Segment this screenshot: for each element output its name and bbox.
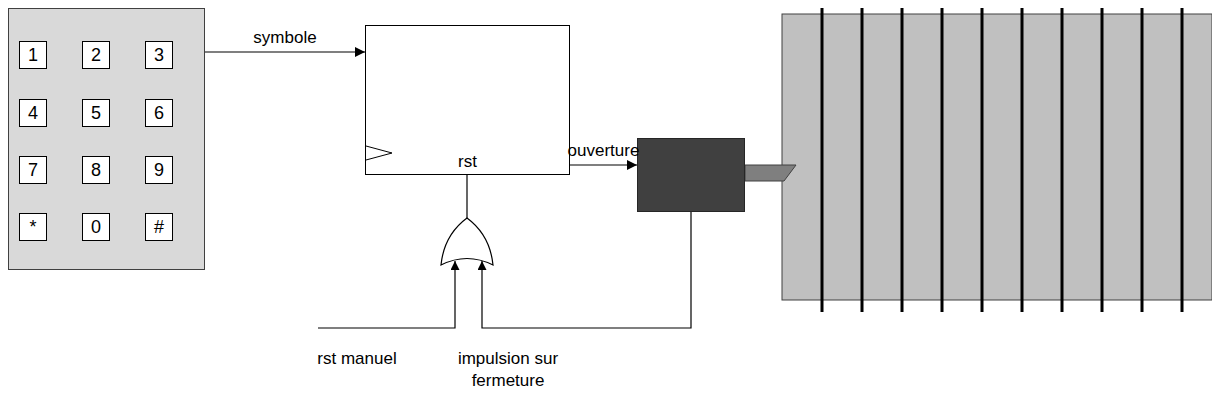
key-button: * — [19, 213, 47, 241]
key-symbol: # — [154, 217, 164, 238]
key-button: # — [145, 213, 173, 241]
or-output-wire — [466, 175, 467, 218]
key-symbol: 2 — [91, 45, 101, 66]
key-button: 8 — [82, 156, 110, 184]
edge-label: ouverture — [568, 140, 640, 162]
signal-label: impulsion sur fermeture — [443, 348, 573, 392]
signal-name: rst — [366, 152, 569, 172]
or-gate — [441, 218, 493, 265]
gate-bar — [821, 8, 824, 312]
key-symbol: 1 — [28, 45, 38, 66]
signal-label: rst manuel — [287, 348, 427, 370]
key-symbol: 7 — [28, 160, 38, 181]
key-button: 3 — [145, 41, 173, 69]
key-symbol: 3 — [154, 45, 164, 66]
signal-arrow — [570, 164, 637, 165]
register-box: rst — [365, 25, 570, 175]
gate-panel — [782, 14, 1212, 300]
key-button: 0 — [82, 213, 110, 241]
keypad: 1 2 3 4 5 6 7 8 9 * 0 # — [8, 8, 205, 270]
key-button: 9 — [145, 156, 173, 184]
gate-bar — [1141, 8, 1144, 312]
key-button: 4 — [19, 99, 47, 127]
gate-bars — [822, 8, 1182, 312]
key-symbol: 4 — [28, 103, 38, 124]
gate-bar — [981, 8, 984, 312]
key-symbol: 5 — [91, 103, 101, 124]
close-pulse-wire — [482, 212, 691, 328]
gate-bar — [941, 8, 944, 312]
edge-label: symbole — [253, 27, 316, 49]
gate-bar — [1101, 8, 1104, 312]
gate-bar — [1061, 8, 1064, 312]
signal-arrow — [205, 51, 365, 52]
gate-bar — [1181, 8, 1184, 312]
key-symbol: 8 — [91, 160, 101, 181]
gate-bar — [1021, 8, 1024, 312]
key-symbol: 0 — [91, 217, 101, 238]
key-symbol: 9 — [154, 160, 164, 181]
lock-actuator — [637, 138, 745, 212]
gate-bar — [901, 8, 904, 312]
gate-bar — [861, 8, 864, 312]
manual-reset-wire — [318, 261, 455, 328]
key-button: 2 — [82, 41, 110, 69]
latch-bolt — [745, 165, 796, 181]
key-button: 7 — [19, 156, 47, 184]
key-button: 5 — [82, 99, 110, 127]
clock-symbol — [366, 144, 396, 164]
key-button: 1 — [19, 41, 47, 69]
key-symbol: * — [29, 217, 36, 238]
key-symbol: 6 — [154, 103, 164, 124]
key-button: 6 — [145, 99, 173, 127]
